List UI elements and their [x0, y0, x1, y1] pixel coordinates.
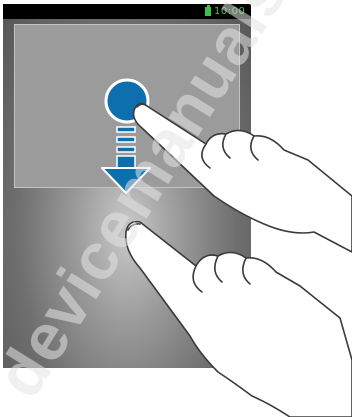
hand-icon [134, 103, 352, 252]
hand-icon [126, 222, 352, 417]
arrow-down-icon [102, 127, 150, 193]
